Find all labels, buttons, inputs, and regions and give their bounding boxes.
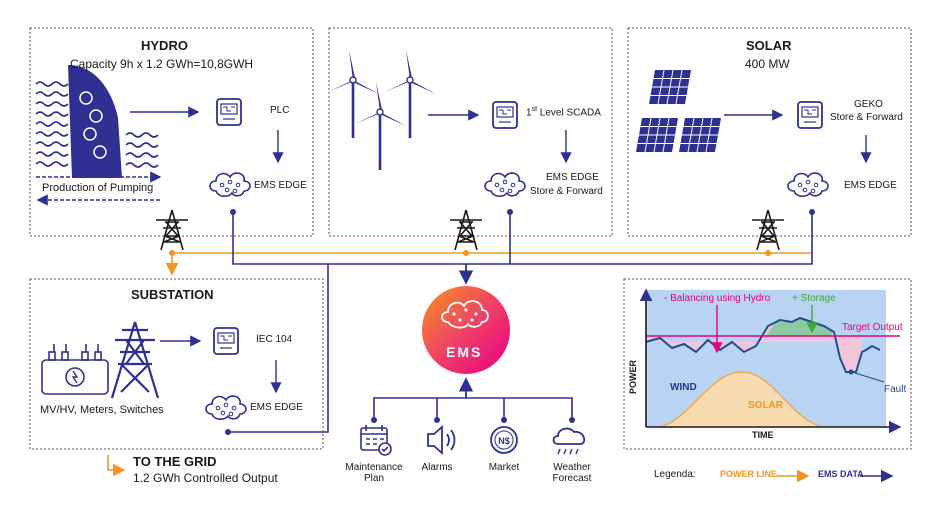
solar-label: SOLAR	[748, 400, 783, 411]
legend-ems-data: EMS DATA	[818, 469, 864, 479]
solar-ems-edge: EMS EDGE	[844, 180, 897, 191]
solar-title: SOLAR	[746, 38, 792, 53]
output-line	[645, 316, 881, 373]
wind-box	[328, 27, 613, 237]
substation-box	[29, 278, 324, 450]
x-axis-label: TIME	[752, 430, 774, 440]
fault-area	[834, 336, 862, 372]
geko-label: GEKO	[854, 99, 883, 110]
equipment-label: MV/HV, Meters, Switches	[40, 404, 164, 416]
fault-label: Fault	[884, 384, 907, 395]
module-alarms[interactable]: Alarms	[421, 462, 453, 473]
substation-ems-edge: EMS EDGE	[250, 402, 303, 413]
hv-tower-icon	[110, 321, 160, 399]
iec-label: IEC 104	[256, 334, 293, 345]
scada-label: 1st Level SCADA	[526, 106, 601, 119]
target-output-label: Target Output	[842, 322, 903, 333]
transformer-icon	[41, 344, 109, 395]
calendar-icon	[360, 425, 392, 456]
solar-area	[659, 371, 823, 428]
legend-power-line: POWER LINE	[720, 469, 778, 479]
wind-ems-edge: EMS EDGE	[546, 172, 599, 183]
chart-box	[623, 278, 912, 450]
hydro-title: HYDRO	[141, 38, 188, 53]
weather-icon	[552, 427, 586, 455]
y-axis-label: POWER	[628, 359, 639, 395]
storage-label: + Storage	[792, 293, 836, 304]
plc-label: PLC	[270, 105, 290, 116]
grid-output: 1.2 GWh Controlled Output	[133, 471, 278, 485]
pumping-label: Production of Pumping	[42, 182, 154, 194]
balancing-label: - Balancing using Hydro	[664, 293, 771, 304]
substation-title: SUBSTATION	[131, 287, 214, 302]
grid-title: TO THE GRID	[133, 454, 217, 469]
ems-label: EMS	[446, 344, 483, 360]
chart-plot	[639, 288, 902, 434]
speaker-icon	[427, 425, 456, 455]
hydro-ems-edge: EMS EDGE	[254, 180, 307, 191]
dam-icon	[35, 65, 159, 178]
legend-label: Legenda:	[654, 469, 696, 480]
hydro-capacity: Capacity 9h x 1.2 GWh=10,8GWH	[70, 57, 254, 71]
svg-text:N$: N$	[498, 436, 510, 446]
solar-power: 400 MW	[745, 57, 790, 71]
wind-label: WIND	[670, 382, 697, 393]
module-market[interactable]: Market	[488, 462, 520, 473]
ems-logo	[422, 286, 510, 374]
coin-icon	[490, 426, 518, 454]
wind-store-forward: Store & Forward	[530, 186, 603, 197]
geko-store-forward: Store & Forward	[830, 112, 903, 123]
